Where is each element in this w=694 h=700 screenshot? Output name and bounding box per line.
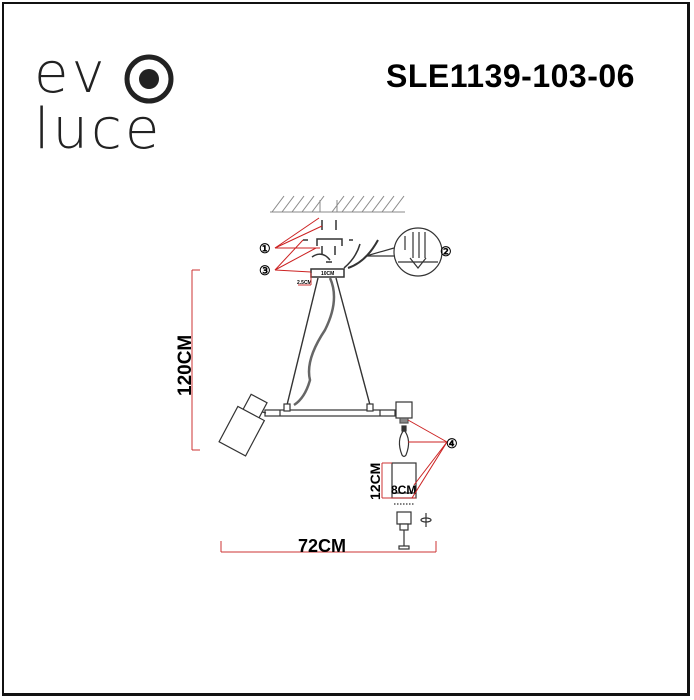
suspension-cables: [286, 277, 371, 407]
mounting-bracket: [303, 220, 379, 269]
right-lamp-assembly: [391, 401, 417, 550]
dimension-lines: [191, 269, 437, 553]
callout-lines: [274, 217, 448, 499]
callout-1: ①: [259, 241, 271, 256]
rotate-icon: [420, 513, 432, 527]
shade-height-label: 12CM: [367, 463, 383, 500]
canopy: 10CM 2.5CM: [296, 268, 345, 286]
left-spotlight: [218, 393, 268, 457]
canopy-width-label: 10CM: [321, 271, 334, 277]
canopy-height-label: 2.5CM: [297, 280, 312, 286]
callout-2: ②: [440, 244, 452, 259]
height-dimension-label: 120CM: [175, 335, 196, 396]
logo-text-luce: luce: [34, 97, 163, 162]
brand-logo: ev luce: [34, 46, 184, 166]
logo-ring-icon: [124, 54, 174, 104]
model-number: SLE1139-103-06: [386, 58, 635, 94]
ceiling-hatch: [270, 195, 405, 213]
logo-text-ev: ev: [34, 41, 108, 106]
callout-3: ③: [259, 263, 271, 278]
wiring-detail: [365, 227, 443, 277]
shade-diameter-label: 8CM: [391, 483, 416, 497]
width-dimension-label: 72CM: [298, 536, 346, 556]
lamp-bar: [264, 403, 396, 417]
callout-4: ④: [446, 436, 458, 451]
